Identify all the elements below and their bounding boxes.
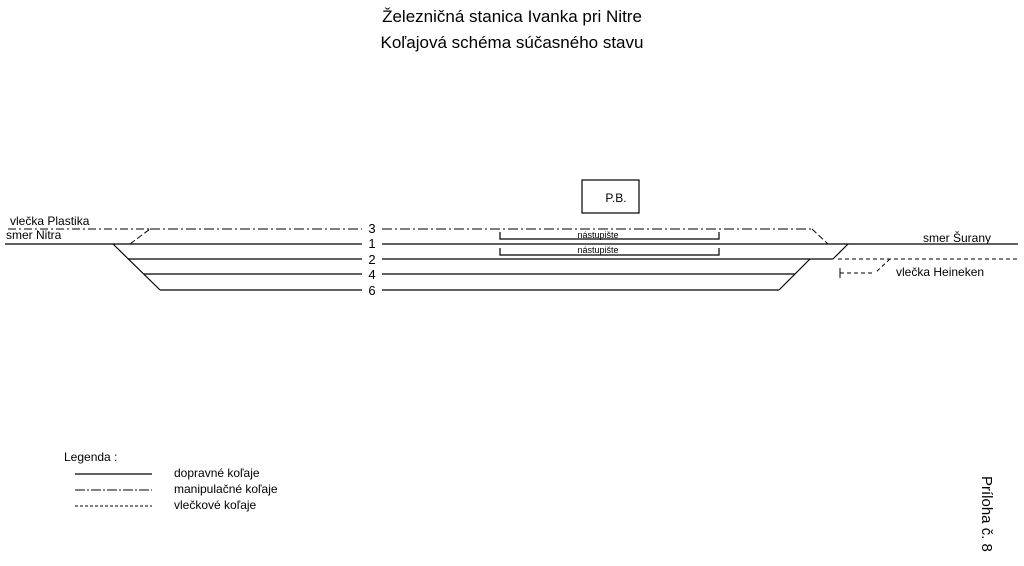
- platform-1: [499, 232, 720, 240]
- title-line-1: Železničná stanica Ivanka pri Nitre: [382, 7, 642, 26]
- track-number-2: 2: [368, 252, 375, 267]
- track-number-3: 3: [368, 221, 375, 236]
- legend-label-solid: dopravné koľaje: [174, 466, 260, 480]
- platform-2-label: nástupište: [577, 245, 618, 255]
- appendix-label: Príloha č. 8: [978, 476, 995, 552]
- platform-2: [499, 248, 720, 256]
- right-siding-label: vlečka Heineken: [896, 265, 984, 279]
- heineken-siding-switch: [874, 258, 891, 274]
- legend-title: Legenda :: [64, 450, 117, 464]
- left-switch-diagonal: [112, 243, 161, 291]
- title-line-2: Koľajová schéma súčasného stavu: [381, 33, 644, 52]
- right-direction-label: smer Šurany: [923, 230, 991, 245]
- legend-label-dashed: vlečkové koľaje: [174, 498, 257, 512]
- station-building-label: P.B.: [605, 191, 626, 205]
- track-number-1: 1: [368, 236, 375, 251]
- left-direction-label: smer Nitra: [6, 228, 62, 242]
- right-switch-diagonal: [778, 258, 811, 291]
- track-number-6: 6: [368, 283, 375, 298]
- track-number-4: 4: [368, 267, 375, 282]
- left-switch-track-3: [129, 228, 151, 245]
- station-building-box: [581, 179, 640, 214]
- left-siding-label: vlečka Plastika: [10, 214, 90, 228]
- legend-label-dashdot: manipulačné koľaje: [174, 482, 278, 496]
- platform-1-label: nástupište: [577, 230, 618, 240]
- right-switch-track-3: [811, 228, 829, 245]
- right-switch-track-2: [832, 243, 849, 260]
